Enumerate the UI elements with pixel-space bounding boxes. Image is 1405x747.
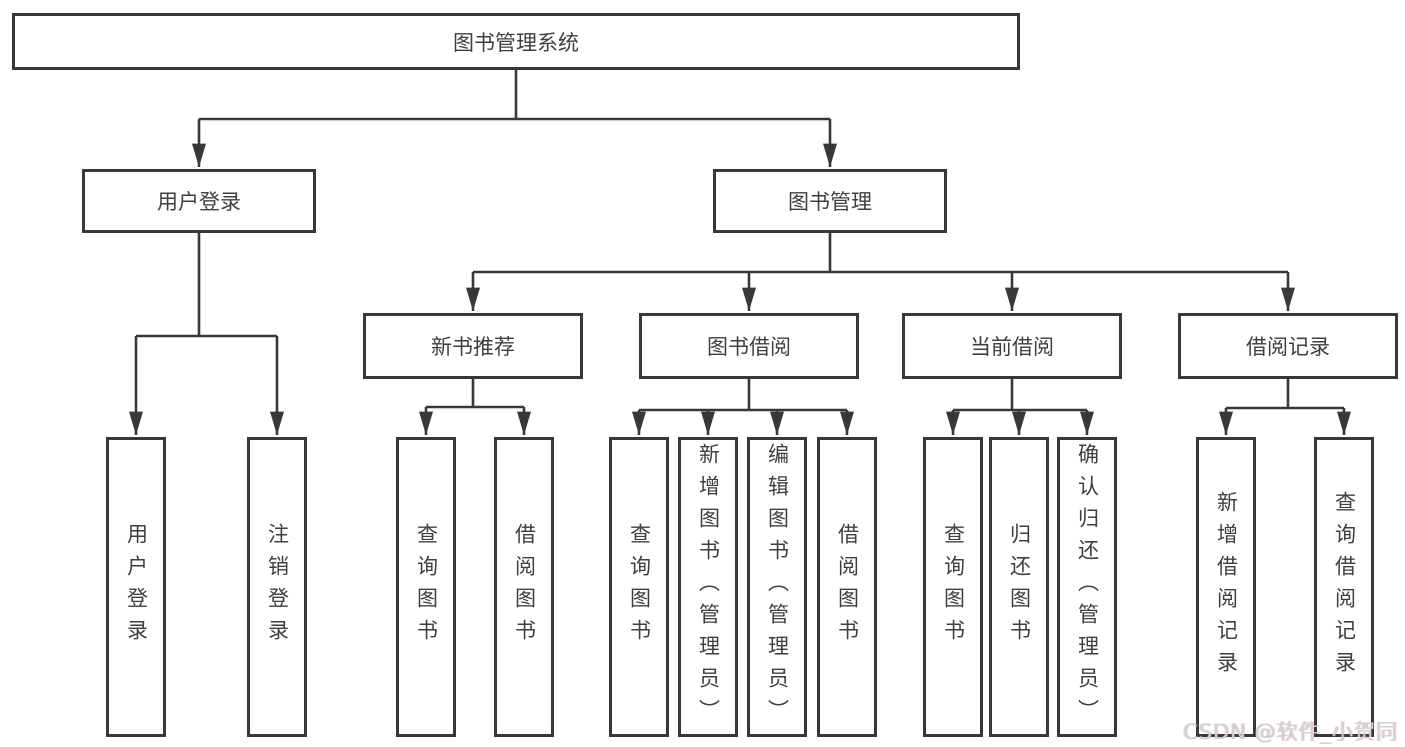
node-label: 当前借阅 xyxy=(970,335,1054,359)
node-book-management: 图书管理 xyxy=(713,169,947,233)
connector-rails xyxy=(136,70,1344,412)
node-label: 查询借阅记录 xyxy=(1332,491,1357,683)
node-borrowing-records: 借阅记录 xyxy=(1178,313,1398,379)
leaf-borrowing-borrow-books: 借阅图书 xyxy=(817,437,877,737)
node-book-borrowing: 图书借阅 xyxy=(639,313,859,379)
node-label: 新书推荐 xyxy=(431,335,515,359)
leaf-borrowing-query-books: 查询图书 xyxy=(609,437,669,737)
leaf-current-query-books: 查询图书 xyxy=(923,437,983,737)
node-label: 编辑图书（管理员） xyxy=(765,443,790,731)
node-label: 借阅图书 xyxy=(512,523,537,651)
leaf-rec-query-books: 查询图书 xyxy=(396,437,456,737)
leaf-confirm-return-admin: 确认归还（管理员） xyxy=(1057,437,1117,737)
node-label: 确认归还（管理员） xyxy=(1075,443,1100,731)
node-label: 注销登录 xyxy=(265,523,290,651)
node-label: 查询图书 xyxy=(941,523,966,651)
node-label: 图书管理 xyxy=(788,190,872,214)
leaf-add-books-admin: 新增图书（管理员） xyxy=(678,437,738,737)
node-label: 借阅记录 xyxy=(1246,335,1330,359)
node-label: 借阅图书 xyxy=(835,523,860,651)
leaf-logout: 注销登录 xyxy=(247,437,307,737)
leaf-query-borrow-record: 查询借阅记录 xyxy=(1314,437,1374,737)
node-label: 查询图书 xyxy=(414,523,439,651)
node-label: 新增图书（管理员） xyxy=(696,443,721,731)
node-label: 查询图书 xyxy=(627,523,652,651)
node-label: 用户登录 xyxy=(124,523,149,651)
node-label: 归还图书 xyxy=(1007,523,1032,651)
leaf-user-login: 用户登录 xyxy=(106,437,166,737)
node-label: 图书借阅 xyxy=(707,335,791,359)
csdn-watermark: CSDN @软件_小贺同学 xyxy=(1183,720,1399,744)
node-label: 图书管理系统 xyxy=(453,30,579,55)
node-new-book-recommendation: 新书推荐 xyxy=(363,313,583,379)
leaf-edit-books-admin: 编辑图书（管理员） xyxy=(747,437,807,737)
node-library-management-system: 图书管理系统 xyxy=(12,13,1020,70)
leaf-return-books: 归还图书 xyxy=(989,437,1049,737)
leaf-add-borrow-record: 新增借阅记录 xyxy=(1196,437,1256,737)
node-label: 用户登录 xyxy=(157,190,241,214)
node-user-login: 用户登录 xyxy=(82,169,316,233)
node-current-borrowing: 当前借阅 xyxy=(902,313,1122,379)
leaf-rec-borrow-books: 借阅图书 xyxy=(494,437,554,737)
node-label: 新增借阅记录 xyxy=(1214,491,1239,683)
